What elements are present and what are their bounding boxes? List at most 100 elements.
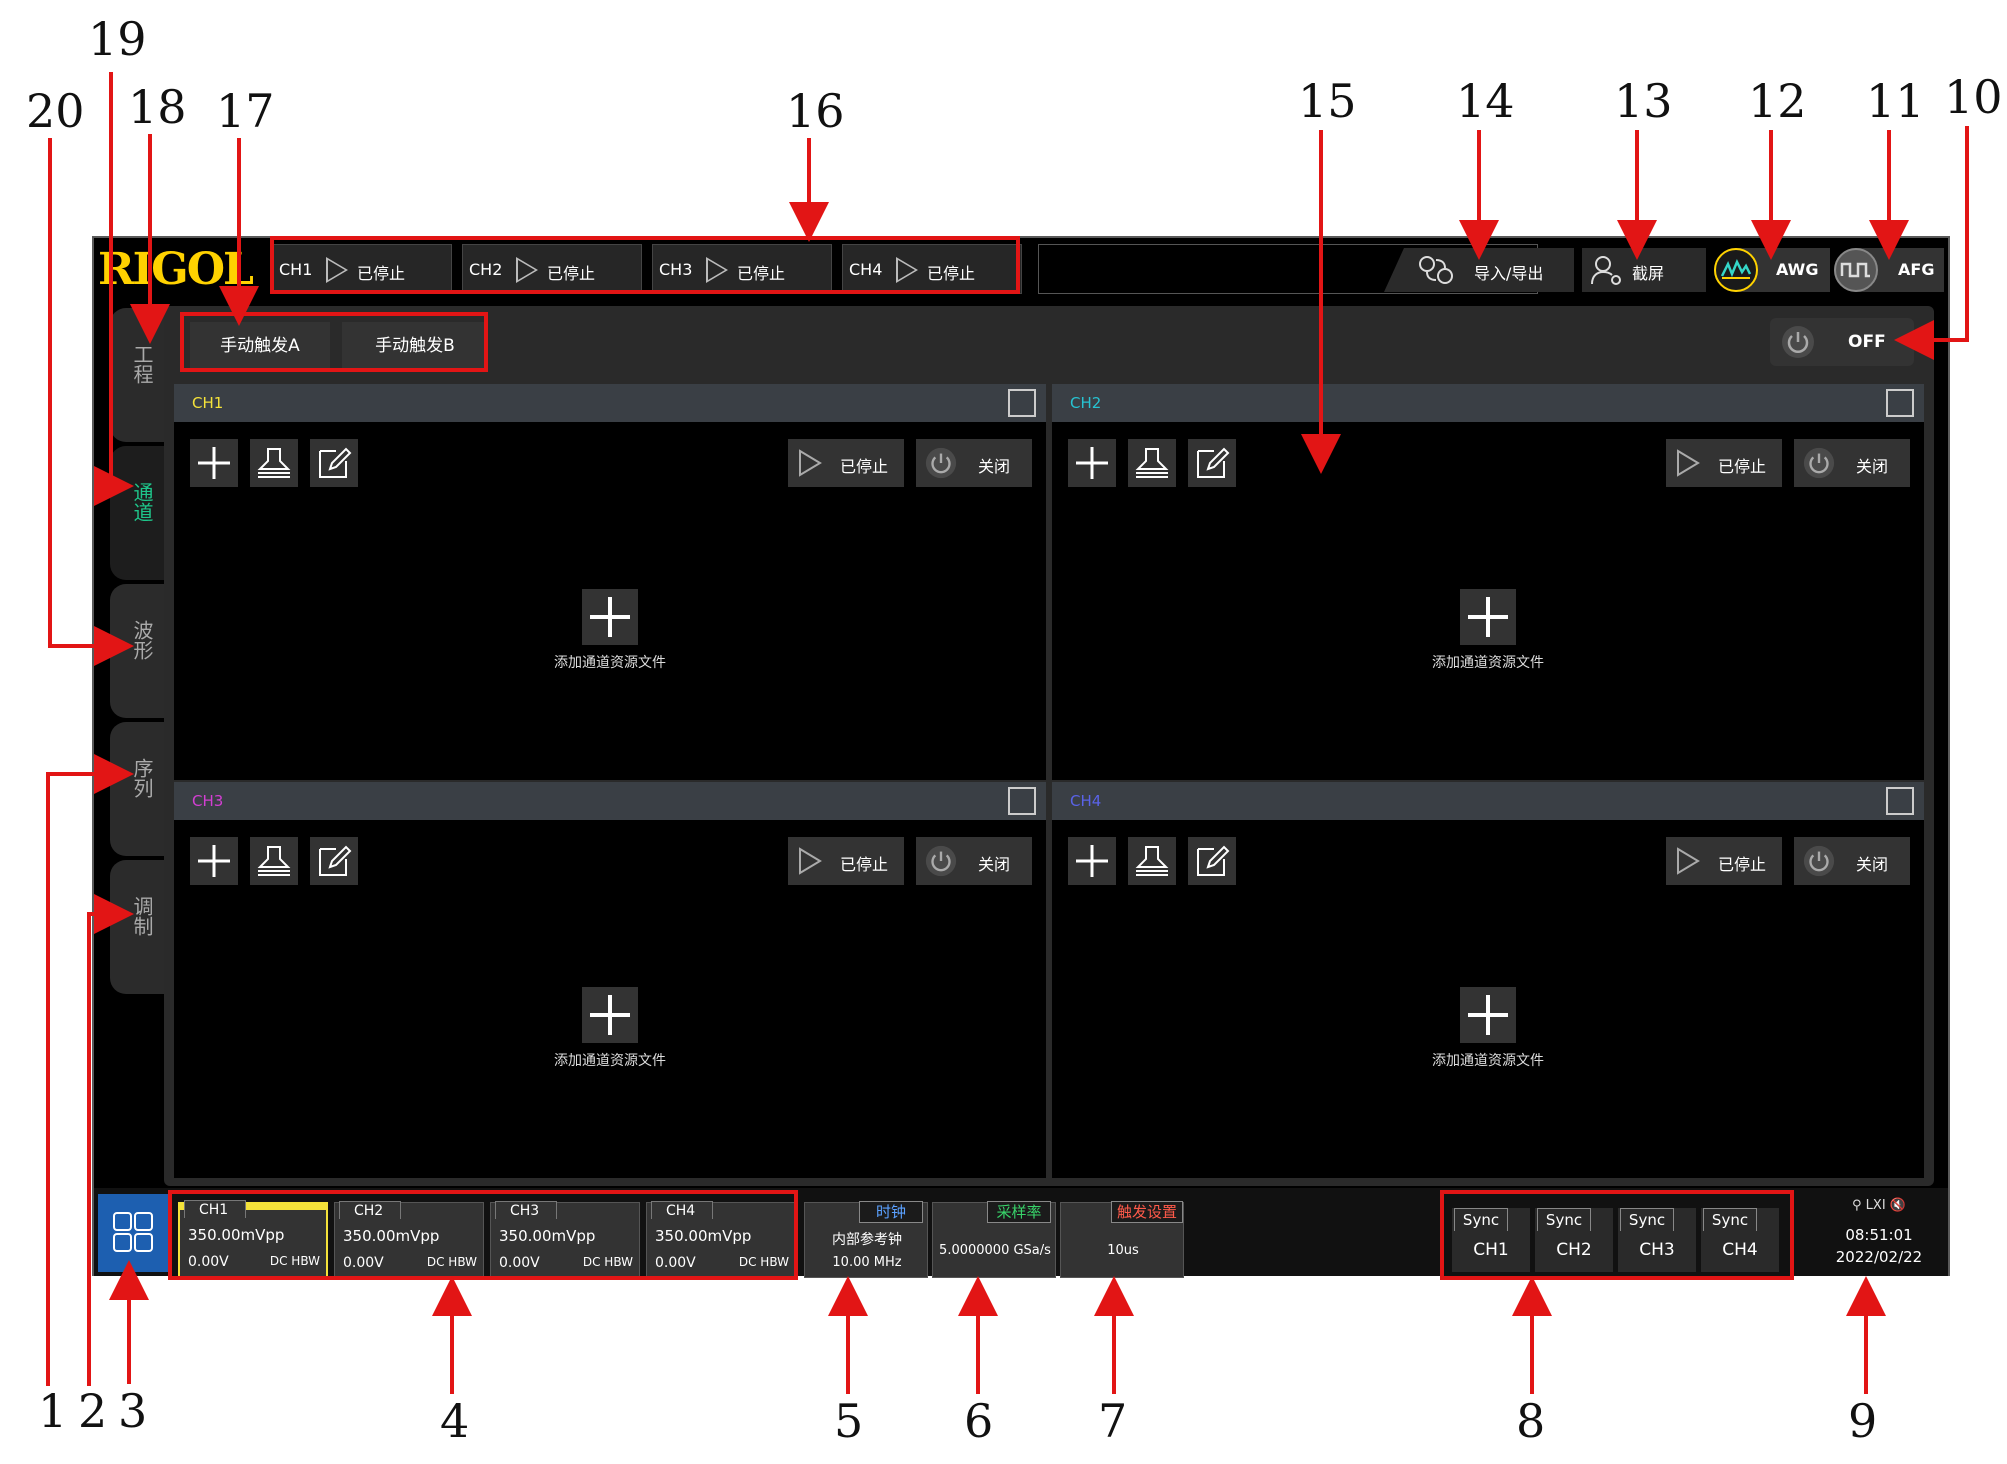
callout-20: 20 [26, 84, 85, 138]
play-icon [326, 257, 348, 283]
afg-label: AFG [1898, 260, 1935, 279]
sample-rate-title: 采样率 [987, 1201, 1051, 1223]
erase-icon[interactable] [1128, 837, 1176, 885]
channel-tab-label: CH2 [469, 260, 503, 279]
callout-9: 9 [1848, 1394, 1878, 1448]
sync-channel: CH3 [1639, 1240, 1675, 1260]
run-status-button[interactable]: 已停止 [1666, 837, 1782, 885]
sync-ch2[interactable]: Sync CH2 [1535, 1208, 1613, 1272]
callout-10: 10 [1944, 70, 2003, 124]
highlight-channel-tabs [270, 236, 1020, 294]
add-button[interactable] [1068, 439, 1116, 487]
bottom-channel-name: CH2 [339, 1201, 401, 1219]
clock-settings[interactable]: 时钟 内部参考钟 10.00 MHz [804, 1201, 928, 1278]
sidebar-item-sequence[interactable]: 序列 [110, 722, 166, 856]
apps-grid-icon [113, 1212, 153, 1252]
home-menu-button[interactable] [98, 1194, 168, 1272]
sync-ch4[interactable]: Sync CH4 [1701, 1208, 1779, 1272]
callout-5: 5 [834, 1394, 864, 1448]
manual-trigger-a-button[interactable]: 手动触发A [190, 322, 330, 370]
sidebar-item-modulation[interactable]: 调制 [110, 860, 166, 994]
afg-button[interactable]: AFG [1834, 248, 1944, 292]
sidebar-item-project[interactable]: 工程 [110, 308, 166, 442]
edit-icon[interactable] [310, 837, 358, 885]
sidebar-item-channel[interactable]: 通道 [110, 446, 166, 580]
master-output-button[interactable]: OFF [1770, 318, 1914, 366]
channel-tab-label: CH3 [659, 260, 693, 279]
add-resource-button[interactable] [1460, 987, 1516, 1043]
output-toggle-button[interactable]: 关闭 [916, 837, 1032, 885]
add-button[interactable] [190, 837, 238, 885]
sample-rate-settings[interactable]: 采样率 5.0000000 GSa/s [932, 1201, 1056, 1278]
callout-17: 17 [216, 84, 275, 138]
run-status-label: 已停止 [840, 855, 889, 874]
erase-icon[interactable] [1128, 439, 1176, 487]
expand-icon[interactable] [1008, 389, 1036, 417]
callout-13: 13 [1614, 74, 1673, 128]
power-icon [925, 845, 957, 877]
edit-icon[interactable] [310, 439, 358, 487]
output-toggle-button[interactable]: 关闭 [916, 439, 1032, 487]
manual-trigger-b-button[interactable]: 手动触发B [342, 322, 488, 370]
add-resource-button[interactable] [1460, 589, 1516, 645]
offset-value: 0.00V [188, 1254, 229, 1270]
run-status-button[interactable]: 已停止 [1666, 439, 1782, 487]
panel-header: CH1 [174, 384, 1046, 422]
clock-time: 08:51:01 [1845, 1226, 1913, 1244]
panel-title: CH1 [192, 394, 224, 412]
callout-3: 3 [118, 1384, 148, 1438]
callout-2: 2 [78, 1384, 108, 1438]
add-resource-button[interactable] [582, 589, 638, 645]
run-status-button[interactable]: 已停止 [788, 439, 904, 487]
edit-icon[interactable] [1188, 439, 1236, 487]
bottom-channel-ch3[interactable]: CH3 350.00mVpp 0.00V DC HBW [490, 1201, 640, 1278]
run-status-button[interactable]: 已停止 [788, 837, 904, 885]
panel-header: CH2 [1052, 384, 1924, 422]
add-button[interactable] [1068, 837, 1116, 885]
status-icons: ⚲ LXI 🔇 [1852, 1198, 1906, 1213]
highlight-bottom-channels [168, 1190, 798, 1280]
channel-tab-status: 已停止 [737, 264, 786, 283]
bottom-channel-ch1[interactable]: CH1 350.00mVpp 0.00V DC HBW [178, 1200, 328, 1278]
expand-icon[interactable] [1008, 787, 1036, 815]
power-icon [925, 447, 957, 479]
clock-frequency: 10.00 MHz [832, 1255, 902, 1270]
output-toggle-label: 关闭 [1856, 855, 1889, 874]
amplitude-value: 350.00mVpp [188, 1226, 285, 1244]
erase-icon[interactable] [250, 439, 298, 487]
import-export-button[interactable]: 导入/导出 [1384, 248, 1574, 292]
add-button[interactable] [190, 439, 238, 487]
awg-button[interactable]: AWG [1714, 248, 1830, 292]
sync-ch3[interactable]: Sync CH3 [1618, 1208, 1696, 1272]
bottom-channel-ch2[interactable]: CH2 350.00mVpp 0.00V DC HBW [334, 1201, 484, 1278]
erase-icon[interactable] [250, 837, 298, 885]
channel-tab-ch4[interactable]: CH4 已停止 [842, 244, 1022, 294]
channel-tab-ch1[interactable]: CH1 已停止 [272, 244, 452, 294]
bottom-channel-name: CH4 [651, 1201, 713, 1219]
trigger-settings-title: 触发设置 [1111, 1201, 1183, 1223]
play-icon [799, 847, 822, 875]
trigger-settings[interactable]: 触发设置 10us [1060, 1201, 1184, 1278]
trigger-settings-value: 10us [1107, 1243, 1139, 1258]
expand-icon[interactable] [1886, 787, 1914, 815]
add-resource-button[interactable] [582, 987, 638, 1043]
import-export-icon [1419, 256, 1453, 284]
channel-tab-ch3[interactable]: CH3 已停止 [652, 244, 832, 294]
output-toggle-button[interactable]: 关闭 [1794, 439, 1910, 487]
sample-rate-value: 5.0000000 GSa/s [939, 1243, 1051, 1258]
coupling-mode: DC HBW [269, 1254, 320, 1268]
user-settings-icon [1591, 256, 1621, 285]
panel-title: CH2 [1070, 394, 1102, 412]
channel-tab-ch2[interactable]: CH2 已停止 [462, 244, 642, 294]
sidebar-item-label: 调制 [130, 896, 154, 936]
sidebar-item-waveform[interactable]: 波形 [110, 584, 166, 718]
screenshot-button[interactable]: 截屏 [1582, 248, 1706, 292]
clock-date: 2022/02/22 [1835, 1248, 1923, 1266]
expand-icon[interactable] [1886, 389, 1914, 417]
sync-ch1[interactable]: Sync CH1 [1452, 1208, 1530, 1272]
channel-tab-label: CH4 [849, 260, 883, 279]
output-toggle-button[interactable]: 关闭 [1794, 837, 1910, 885]
edit-icon[interactable] [1188, 837, 1236, 885]
callout-11: 11 [1866, 74, 1925, 128]
output-toggle-label: 关闭 [978, 457, 1011, 476]
